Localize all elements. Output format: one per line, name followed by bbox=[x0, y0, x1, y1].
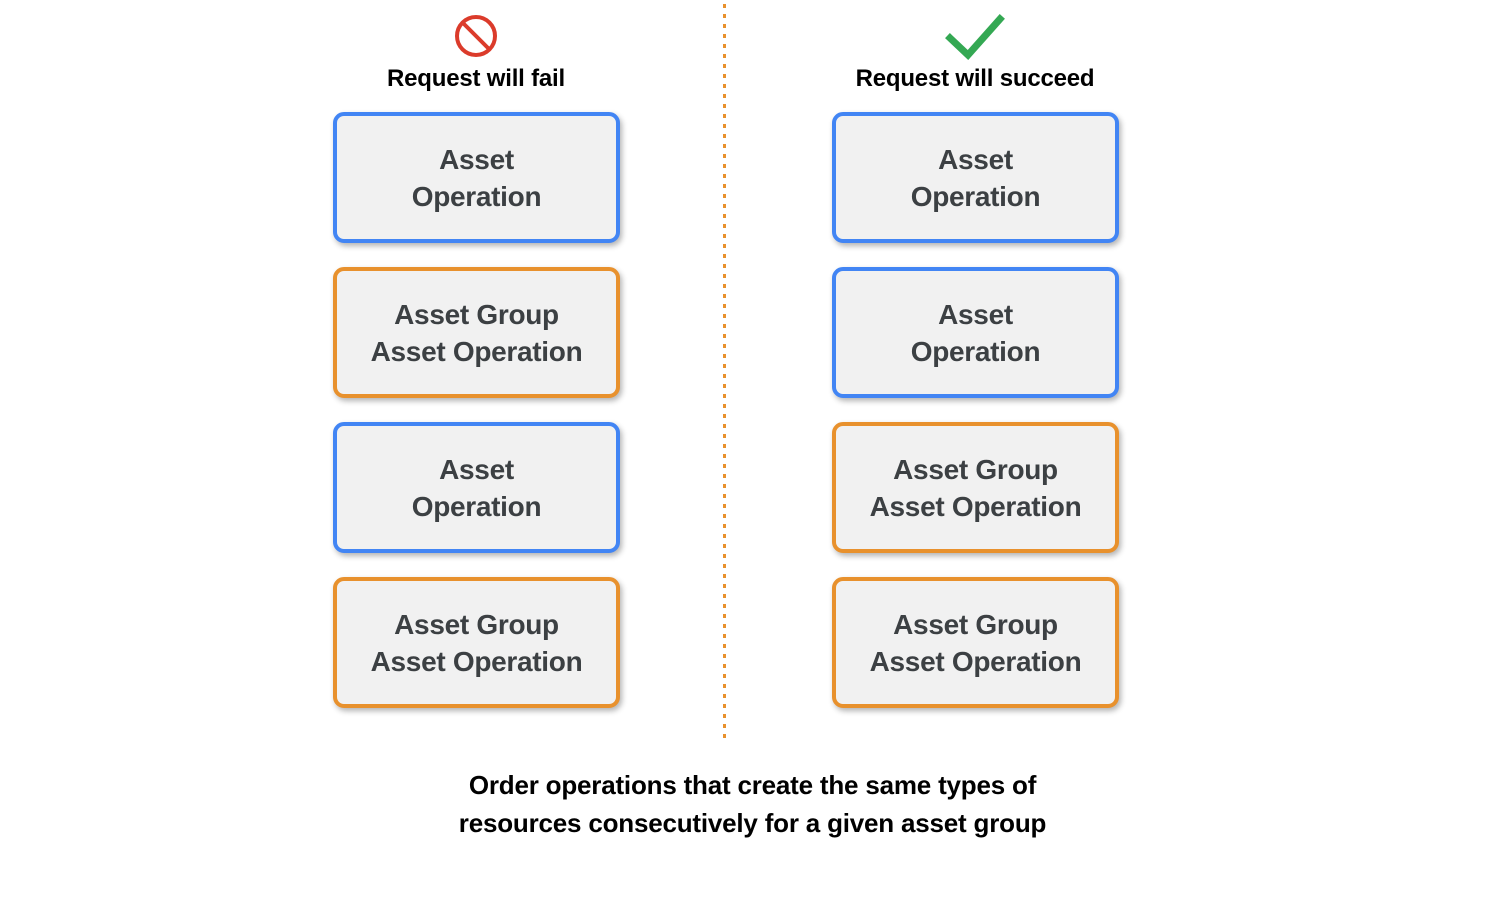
operation-box: Asset Operation bbox=[832, 112, 1119, 243]
prohibition-icon bbox=[326, 10, 626, 62]
operation-box: Asset Group Asset Operation bbox=[832, 422, 1119, 553]
operation-box: Asset Group Asset Operation bbox=[333, 577, 620, 708]
vertical-dotted-divider bbox=[723, 4, 726, 738]
column-title-fail: Request will fail bbox=[387, 65, 565, 92]
operation-box: Asset Operation bbox=[832, 267, 1119, 398]
operation-box-label: Asset Group Asset Operation bbox=[370, 608, 583, 677]
operation-box-label: Asset Operation bbox=[411, 453, 542, 522]
operation-box-label: Asset Group Asset Operation bbox=[869, 608, 1082, 677]
operation-box: Asset Group Asset Operation bbox=[832, 577, 1119, 708]
operation-box-label: Asset Group Asset Operation bbox=[370, 298, 583, 367]
diagram-caption: Order operations that create the same ty… bbox=[458, 770, 1047, 838]
operation-box-label: Asset Operation bbox=[411, 143, 542, 212]
checkmark-icon bbox=[825, 10, 1125, 62]
column-header-fail: Request will fail bbox=[326, 10, 626, 94]
operation-box-label: Asset Group Asset Operation bbox=[869, 453, 1082, 522]
column-title-succeed: Request will succeed bbox=[855, 65, 1095, 92]
column-header-succeed: Request will succeed bbox=[825, 10, 1125, 94]
operation-box-label: Asset Operation bbox=[910, 298, 1041, 367]
operation-box: Asset Group Asset Operation bbox=[333, 267, 620, 398]
operation-box: Asset Operation bbox=[333, 422, 620, 553]
operation-box-label: Asset Operation bbox=[910, 143, 1041, 212]
operation-box: Asset Operation bbox=[333, 112, 620, 243]
